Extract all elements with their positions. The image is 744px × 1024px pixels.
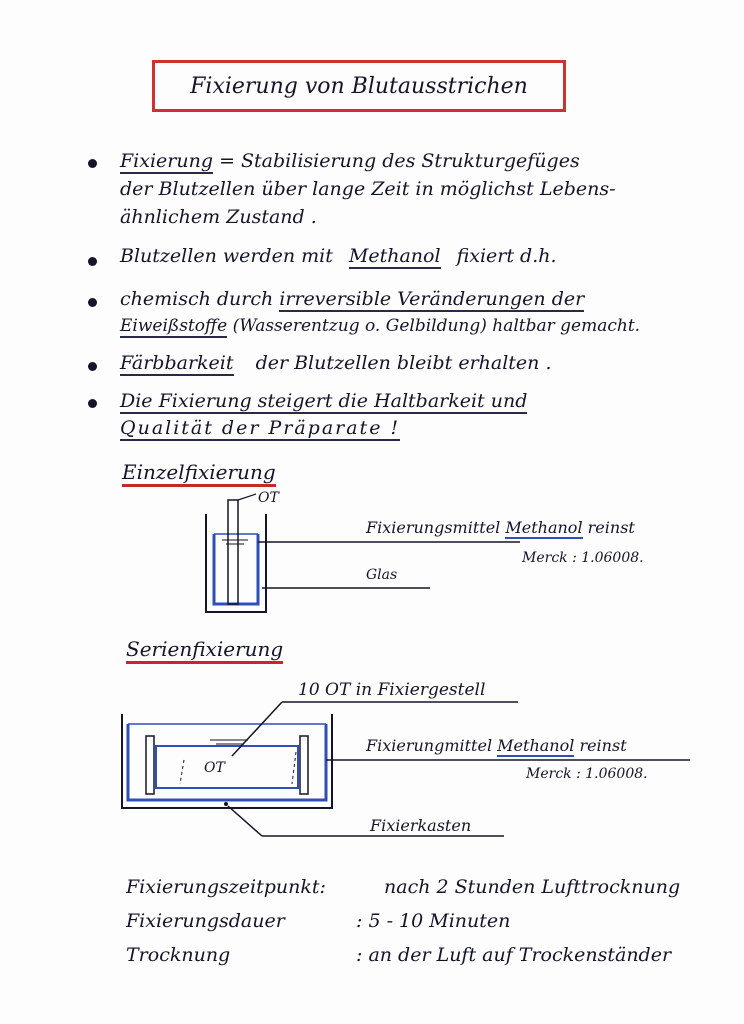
term-methanol: Methanol [348, 245, 441, 269]
page-title: Fixierung von Blutausstrichen [190, 73, 528, 99]
serien-agent-label: Fixierungmittel Methanol reinst [366, 736, 627, 757]
summary-value-3: : an der Luft auf Trockenständer [356, 944, 672, 966]
serien-agent-prefix: Fixierungmittel [366, 736, 493, 755]
bullet-dot [88, 362, 97, 371]
bullet-1-line-2: der Blutzellen über lange Zeit in möglic… [120, 178, 616, 200]
bullet-3-post: (Wasserentzug o. Gelbildung) haltbar gem… [232, 316, 641, 336]
einzel-agent-prefix: Fixierungsmittel [366, 518, 501, 537]
term-irreversible: irreversible Veränderungen der [279, 288, 585, 312]
serien-box-label: Fixierkasten [370, 816, 472, 835]
single-fixation-jar [205, 493, 520, 613]
bullet-dot [88, 399, 97, 408]
einzel-glas-label: Glas [366, 567, 398, 583]
bullet-3-line-2: Eiweißstoffe (Wasserentzug o. Gelbildung… [120, 316, 641, 338]
einzel-merck: Merck : 1.06008. [522, 550, 644, 566]
bullet-1-line-3: ähnlichem Zustand . [120, 206, 317, 228]
bullet-3-pre: chemisch durch [120, 288, 274, 310]
summary-key-3: Trocknung [126, 944, 231, 966]
summary-key-2: Fixierungsdauer [126, 910, 285, 932]
summary-key-1: Fixierungszeitpunkt: [126, 876, 326, 898]
summary-value-1: nach 2 Stunden Lufttrocknung [384, 876, 681, 898]
serien-agent-suffix: reinst [579, 736, 627, 755]
serien-merck: Merck : 1.06008. [526, 766, 648, 782]
series-fixation-box [121, 701, 690, 837]
slide-ot [227, 499, 239, 605]
bullet-1-line-1-rest: = Stabilisierung des Strukturgefüges [219, 150, 580, 172]
bullet-5-line-2: Qualität der Präparate ! [120, 417, 401, 441]
bullet-dot [88, 298, 97, 307]
title-box: Fixierung von Blutausstrichen [152, 60, 566, 112]
einzel-agent-suffix: reinst [587, 518, 635, 537]
bullet-2: Blutzellen werden mit Methanol fixiert d… [120, 245, 557, 269]
heading-serienfixierung: Serienfixierung [126, 637, 284, 664]
summary-value-2: : 5 - 10 Minuten [356, 910, 511, 932]
bullet-4: Färbbarkeit der Blutzellen bleibt erhalt… [120, 352, 552, 376]
term-faerbbarkeit: Färbbarkeit [120, 352, 234, 376]
serien-ot-label: 10 OT in Fixiergestell [298, 680, 486, 700]
einzel-agent-methanol: Methanol [505, 518, 583, 539]
bullet-4-post: der Blutzellen bleibt erhalten . [255, 352, 552, 374]
bullet-2-post: fixiert d.h. [456, 245, 557, 267]
bullet-2-pre: Blutzellen werden mit [120, 245, 333, 267]
slide-rack [155, 745, 299, 789]
heading-einzelfixierung: Einzelfixierung [122, 460, 276, 487]
serien-ot-inner: OT [204, 760, 225, 776]
bullet-5-line-1: Die Fixierung steigert die Haltbarkeit u… [120, 390, 528, 414]
bullet-dot [88, 159, 97, 168]
serien-agent-methanol: Methanol [497, 736, 575, 757]
bullet-1-line-1: Fixierung = Stabilisierung des Strukturg… [120, 150, 580, 174]
term-eiweissstoffe: Eiweißstoffe [120, 316, 228, 338]
bullet-3-line-1: chemisch durch irreversible Veränderunge… [120, 288, 585, 312]
term-fixierung: Fixierung [120, 150, 214, 174]
bullet-dot [88, 257, 97, 266]
einzel-ot-label: OT [258, 490, 279, 506]
einzel-agent-label: Fixierungsmittel Methanol reinst [366, 518, 635, 539]
